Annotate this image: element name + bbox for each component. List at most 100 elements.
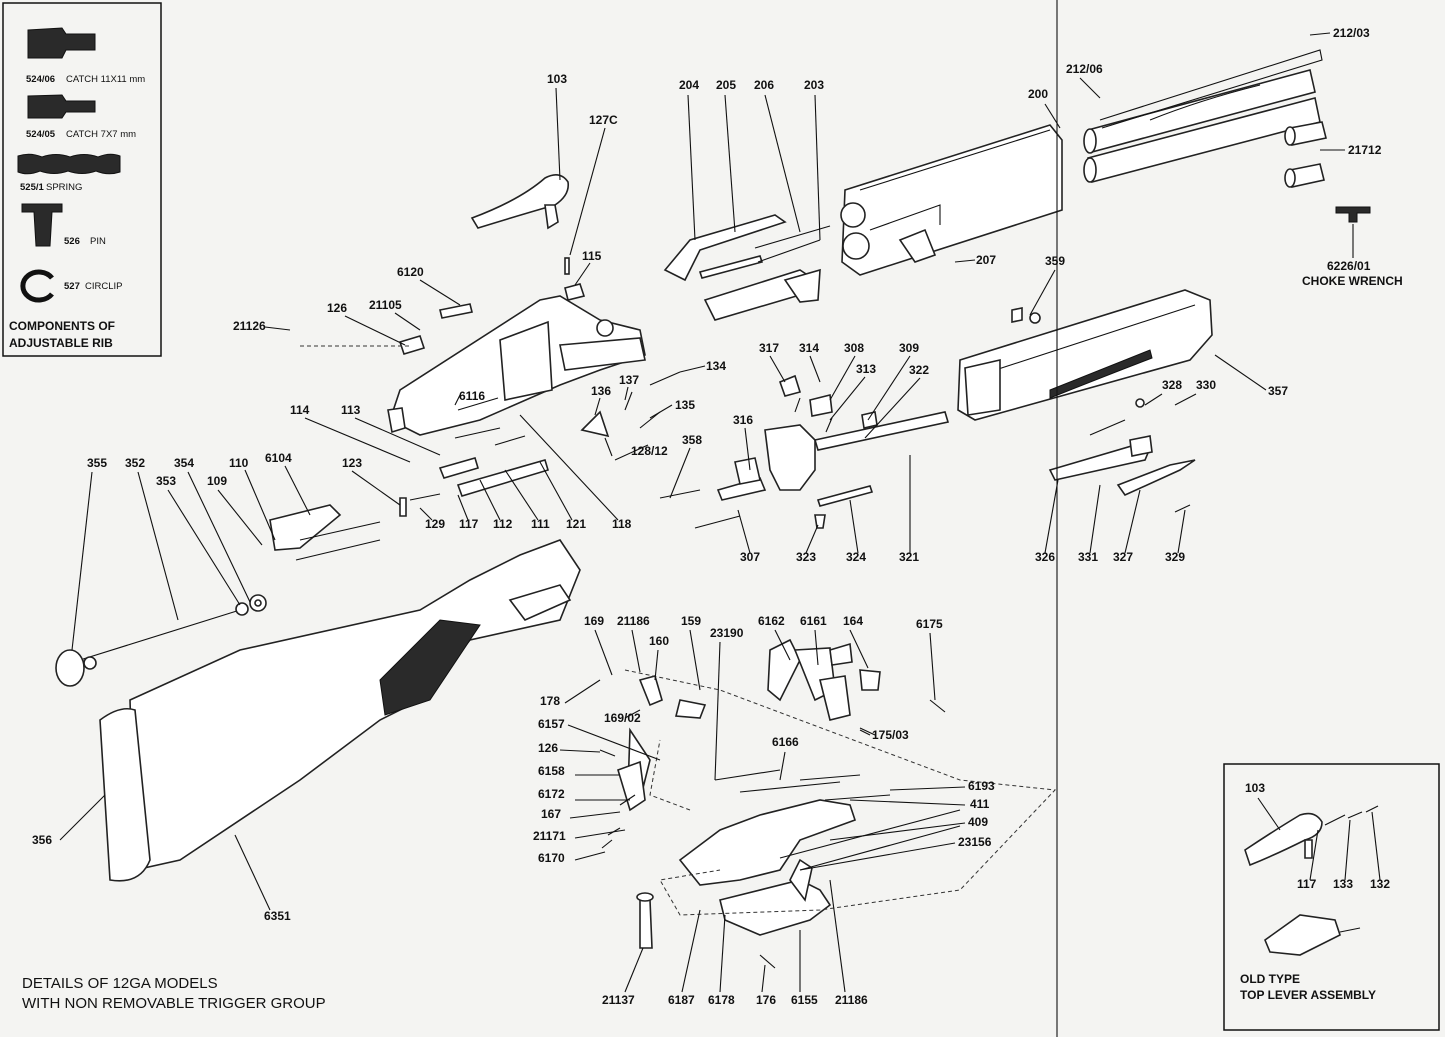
part-callout: 21126 bbox=[233, 319, 266, 333]
leader-line bbox=[669, 447, 691, 499]
leader-line bbox=[829, 355, 856, 401]
leader-line bbox=[59, 794, 106, 841]
details-line2: WITH NON REMOVABLE TRIGGER GROUP bbox=[22, 995, 326, 1012]
leader-line bbox=[631, 629, 641, 673]
part-callout: 117 bbox=[459, 517, 479, 531]
leader-line bbox=[1371, 811, 1381, 881]
old-type-line1: OLD TYPE bbox=[1240, 972, 1300, 986]
leader-line bbox=[864, 377, 921, 439]
leader-line bbox=[769, 355, 786, 383]
part-callout: 127C bbox=[589, 113, 618, 127]
part-callout: 178 bbox=[540, 694, 560, 708]
part-callout: 205 bbox=[716, 78, 736, 92]
part-callout: 164 bbox=[843, 614, 863, 628]
part-callout: 309 bbox=[899, 341, 919, 355]
part-callout: 6155 bbox=[791, 993, 818, 1007]
leader-line bbox=[689, 629, 701, 691]
leader-line bbox=[687, 94, 696, 241]
leader-line bbox=[867, 355, 911, 421]
leader-line bbox=[1029, 269, 1056, 316]
leader-line bbox=[814, 629, 819, 666]
inset-desc-2: SPRING bbox=[46, 182, 82, 193]
part-callout: 134 bbox=[706, 359, 726, 373]
part-callout: 314 bbox=[799, 341, 819, 355]
inset-desc-4: CIRCLIP bbox=[85, 281, 122, 292]
leader-line bbox=[137, 471, 179, 621]
leader-line bbox=[71, 471, 93, 651]
leader-line bbox=[1177, 509, 1186, 554]
leader-line bbox=[457, 494, 469, 521]
part-callout: 21186 bbox=[835, 993, 868, 1007]
leader-line bbox=[264, 326, 291, 331]
part-callout: 358 bbox=[682, 433, 702, 447]
inset-code-1: 524/05 bbox=[26, 129, 56, 140]
barrels bbox=[840, 49, 1323, 276]
part-callout: 109 bbox=[207, 474, 227, 488]
leader-line bbox=[454, 394, 461, 406]
leader-line bbox=[574, 829, 626, 839]
part-callout: 117 bbox=[1297, 877, 1317, 891]
details-line1: DETAILS OF 12GA MODELS bbox=[22, 975, 218, 992]
old-type-inset: OLD TYPE TOP LEVER ASSEMBLY bbox=[1223, 763, 1440, 1031]
choke-tubes bbox=[1284, 121, 1345, 188]
trigger-group bbox=[599, 638, 1057, 969]
part-callout: 331 bbox=[1078, 550, 1098, 564]
leader-line bbox=[559, 749, 601, 753]
leader-line bbox=[419, 279, 461, 306]
part-callout: 6178 bbox=[708, 993, 735, 1007]
part-callout: 6172 bbox=[538, 787, 565, 801]
inset-desc-1: CATCH 7X7 mm bbox=[66, 129, 136, 140]
receiver-action bbox=[300, 295, 646, 436]
leader-line bbox=[829, 376, 866, 421]
part-callout: 103 bbox=[547, 72, 567, 86]
leader-line bbox=[779, 751, 786, 781]
part-callout: 328 bbox=[1162, 378, 1182, 392]
leader-line bbox=[1044, 103, 1061, 129]
leader-line bbox=[624, 947, 644, 993]
part-callout: 129 bbox=[425, 517, 445, 531]
leader-line bbox=[1214, 354, 1267, 391]
forend-iron bbox=[659, 374, 950, 529]
inset-caption-2: ADJUSTABLE RIB bbox=[9, 336, 113, 350]
inset-code-4: 527 bbox=[64, 281, 80, 292]
leader-line bbox=[564, 679, 601, 704]
part-callout: 357 bbox=[1268, 384, 1288, 398]
leader-line bbox=[614, 444, 649, 461]
part-callout: 321 bbox=[899, 550, 919, 564]
leader-line bbox=[624, 386, 629, 401]
leader-line bbox=[654, 649, 659, 681]
leader-line bbox=[737, 509, 751, 554]
leader-line bbox=[555, 87, 561, 181]
leader-line bbox=[351, 470, 401, 506]
leader-line bbox=[774, 629, 791, 661]
leader-line bbox=[809, 355, 821, 383]
part-callout: 317 bbox=[759, 341, 779, 355]
old-type-line2: TOP LEVER ASSEMBLY bbox=[1240, 988, 1376, 1002]
leader-line bbox=[761, 964, 766, 993]
leader-line bbox=[244, 469, 276, 541]
leader-line bbox=[539, 461, 573, 521]
leader-line bbox=[519, 414, 619, 521]
part-callout: 212/06 bbox=[1066, 62, 1103, 76]
part-callout: 6116 bbox=[459, 389, 485, 403]
leader-line bbox=[284, 465, 311, 516]
part-callout: 352 bbox=[125, 456, 145, 470]
part-callout: 176 bbox=[756, 993, 776, 1007]
leader-line bbox=[234, 834, 271, 911]
part-callout: 313 bbox=[856, 362, 876, 376]
part-callout: 356 bbox=[32, 833, 52, 847]
leader-line bbox=[649, 404, 673, 419]
leader-line bbox=[859, 729, 871, 736]
part-callout: 409 bbox=[968, 815, 988, 829]
part-callout: 175/03 bbox=[872, 728, 909, 742]
leader-line bbox=[419, 507, 433, 521]
leader-line bbox=[1144, 393, 1163, 406]
leader-line bbox=[479, 479, 501, 521]
part-callout: 330 bbox=[1196, 378, 1216, 392]
part-callout: 128/12 bbox=[631, 444, 668, 458]
leader-line bbox=[681, 909, 701, 993]
part-callout: 6120 bbox=[397, 265, 424, 279]
part-callout: 326 bbox=[1035, 550, 1055, 564]
